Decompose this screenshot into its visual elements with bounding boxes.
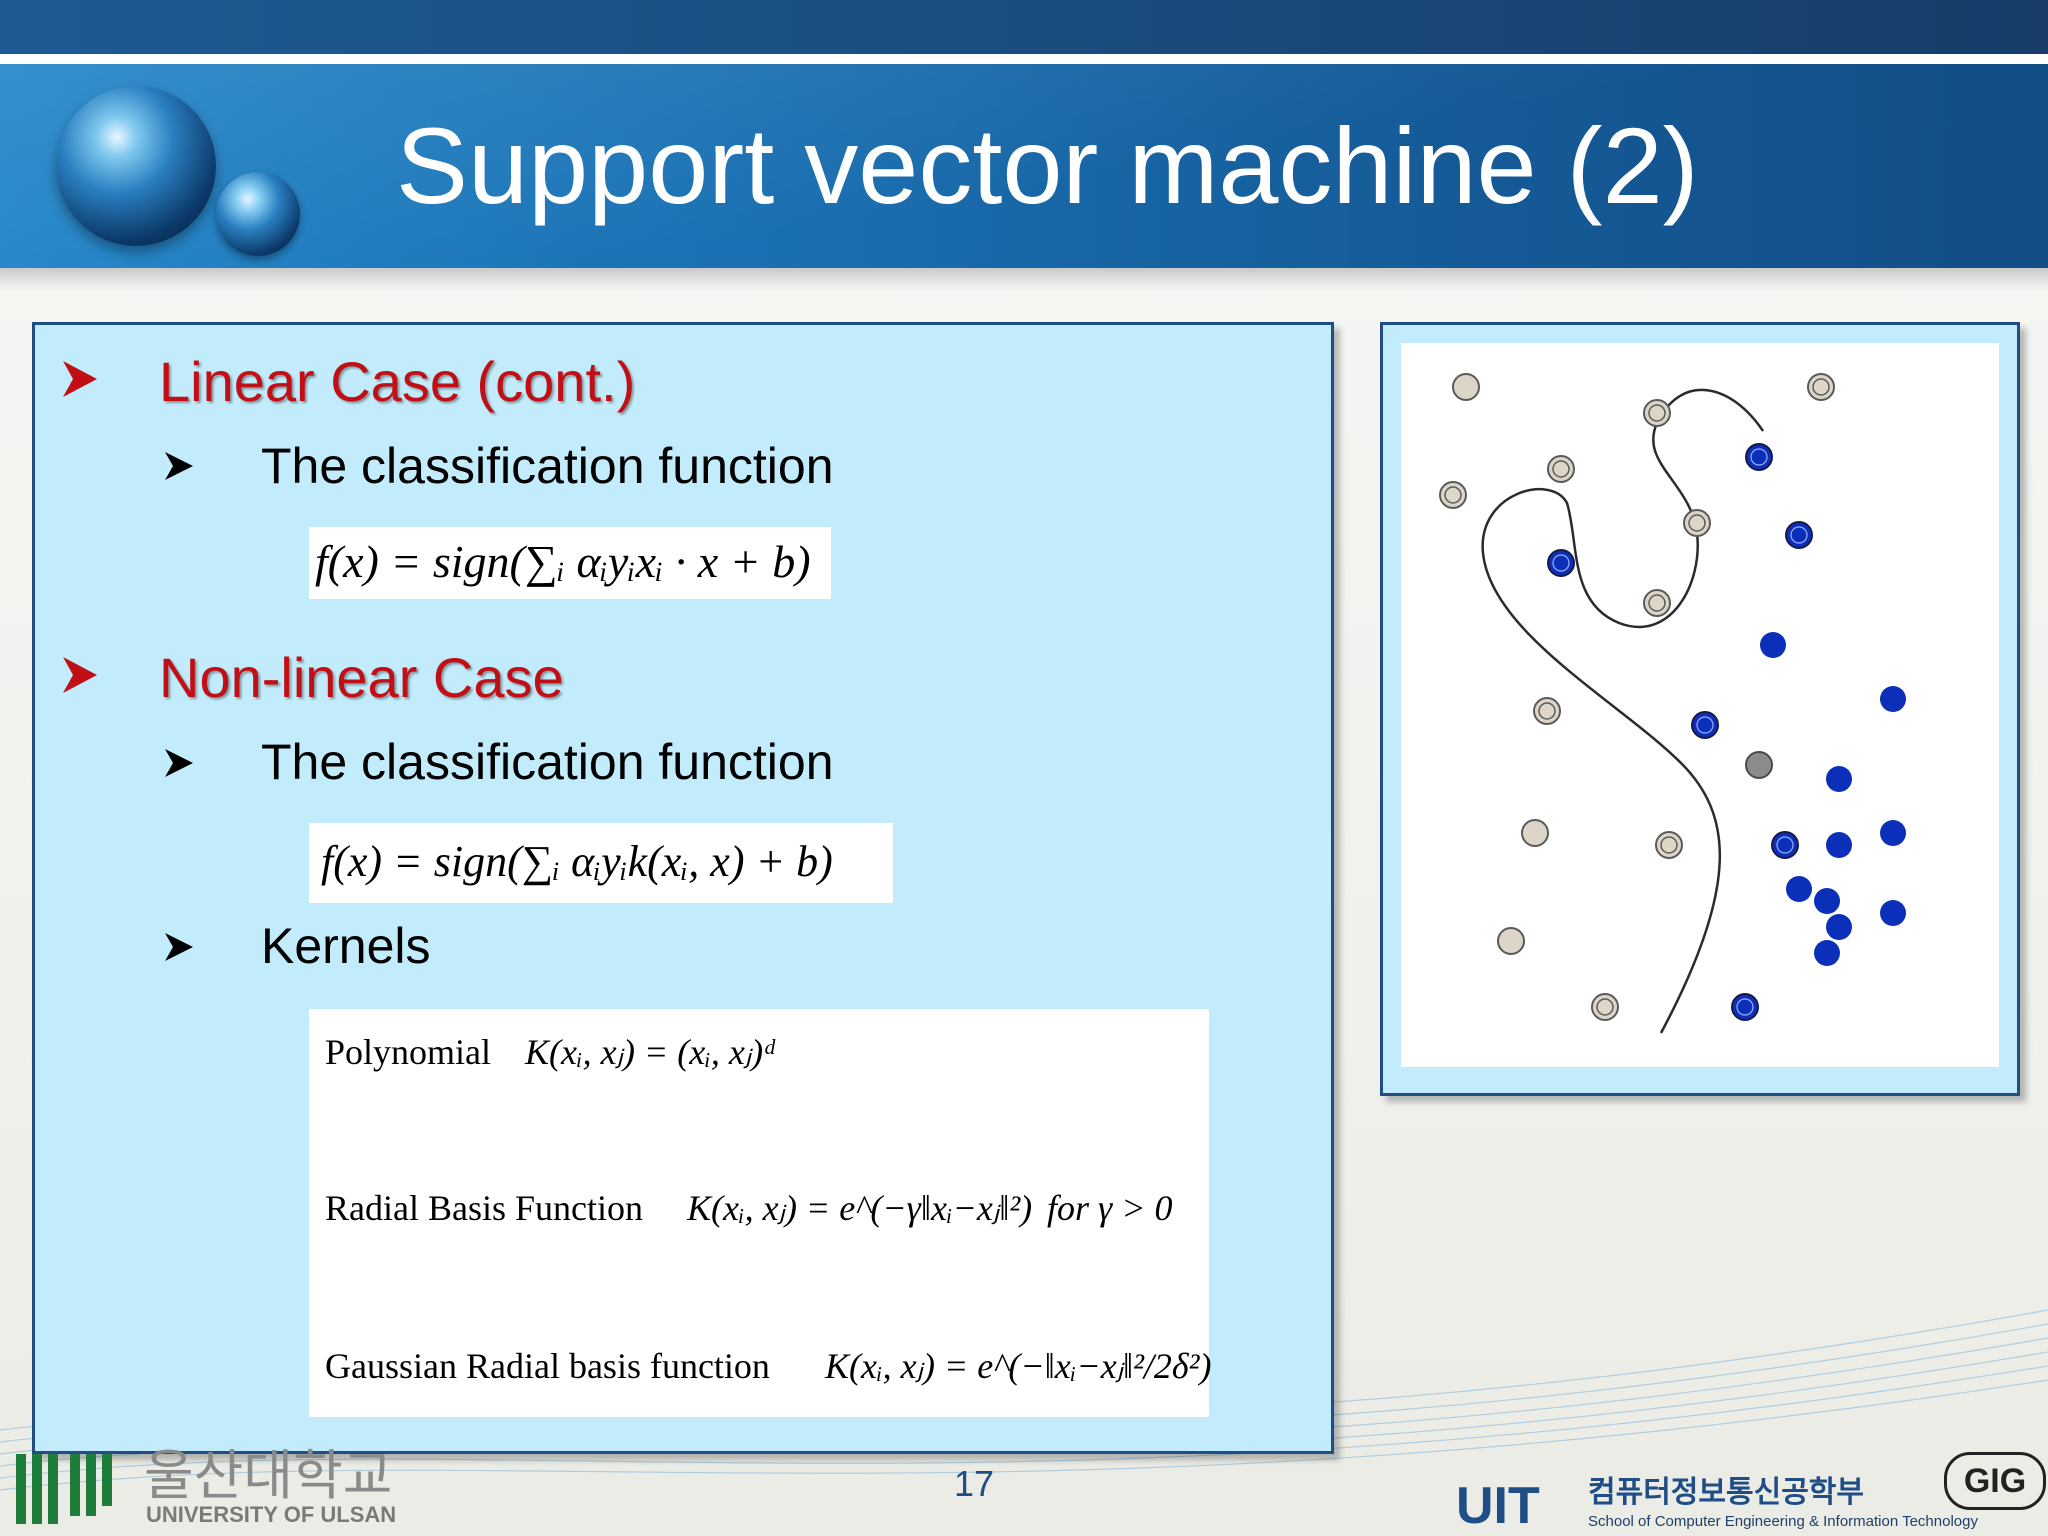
gray-point	[1745, 751, 1773, 779]
title-shadow	[0, 268, 2048, 290]
kernels-box: Polynomial K(xᵢ, xⱼ) = (xᵢ, xⱼ)ᵈ Radial …	[309, 1009, 1212, 1417]
title-bar-highlight	[0, 64, 2048, 268]
class-b-points	[1547, 443, 1906, 1021]
linear-formula-box: f(x) = sign(∑ᵢ αᵢyᵢxᵢ · x + b)	[309, 527, 831, 599]
decision-boundary-curve	[1481, 388, 1765, 1034]
kernel-gaussian-name: Gaussian Radial basis function	[325, 1346, 770, 1386]
page-number: 17	[953, 1463, 995, 1504]
section-heading-nonlinear: Non-linear Case	[159, 646, 564, 709]
nonlinear-formula-box: f(x) = sign(∑ᵢ αᵢyᵢk(xᵢ, x) + b)	[309, 823, 893, 903]
svm-illustration-svg	[1439, 373, 1906, 1034]
kernel-rbf-name: Radial Basis Function	[325, 1188, 643, 1228]
department-name-english: School of Computer Engineering & Informa…	[1588, 1513, 1978, 1530]
kernel-polynomial-name: Polynomial	[325, 1032, 492, 1072]
department-badge: GIG	[1944, 1452, 2046, 1510]
figure-panel	[1380, 322, 2020, 1096]
svm-illustration	[1401, 343, 1999, 1067]
university-emblem-icon	[16, 1454, 112, 1524]
decorative-sphere-large	[56, 86, 216, 246]
section-heading-linear: Linear Case (cont.)	[159, 350, 636, 413]
title-bar	[0, 64, 2048, 268]
kernel-polynomial-formula: K(xᵢ, xⱼ) = (xᵢ, xⱼ)ᵈ	[525, 1032, 775, 1072]
top-strip	[0, 0, 2048, 54]
sub-bullet-arrow-icon	[165, 749, 193, 777]
department-abbrev: UIT	[1456, 1477, 1540, 1535]
linear-formula: f(x) = sign(∑ᵢ αᵢyᵢxᵢ · x + b)	[315, 536, 811, 587]
department-name-korean: 컴퓨터정보통신공학부	[1588, 1475, 1864, 1510]
sub-heading-nonlinear: The classification function	[261, 734, 834, 790]
slide-title: Support vector machine (2)	[396, 105, 1699, 226]
sub-bullet-arrow-icon	[165, 933, 193, 961]
kernel-rbf-formula: K(xᵢ, xⱼ) = e^(−γ‖xᵢ−xⱼ‖²)	[687, 1188, 1033, 1228]
title-separator	[0, 54, 2048, 64]
kernel-gaussian-formula: K(xᵢ, xⱼ) = e^(−‖xᵢ−xⱼ‖²/2δ²)	[825, 1346, 1212, 1386]
university-name-korean: 울산대학교	[144, 1444, 393, 1507]
university-name-english: UNIVERSITY OF ULSAN	[146, 1502, 397, 1527]
bullet-arrow-icon	[63, 361, 97, 397]
sub-bullet-arrow-icon	[165, 452, 193, 480]
kernel-rbf-condition: for γ > 0	[1047, 1188, 1173, 1228]
kernels-heading: Kernels	[261, 918, 431, 974]
decorative-sphere-small	[216, 172, 300, 256]
university-logo: 울산대학교 UNIVERSITY OF ULSAN	[14, 1448, 414, 1530]
nonlinear-formula: f(x) = sign(∑ᵢ αᵢyᵢk(xᵢ, x) + b)	[321, 837, 833, 886]
department-logo: UIT 컴퓨터정보통신공학부 School of Computer Engine…	[1456, 1452, 2046, 1536]
content-panel: Linear Case (cont.) The classification f…	[32, 322, 1334, 1454]
bullet-arrow-icon	[63, 657, 97, 693]
sub-heading-linear: The classification function	[261, 438, 834, 494]
class-a-points	[1439, 373, 1835, 1021]
